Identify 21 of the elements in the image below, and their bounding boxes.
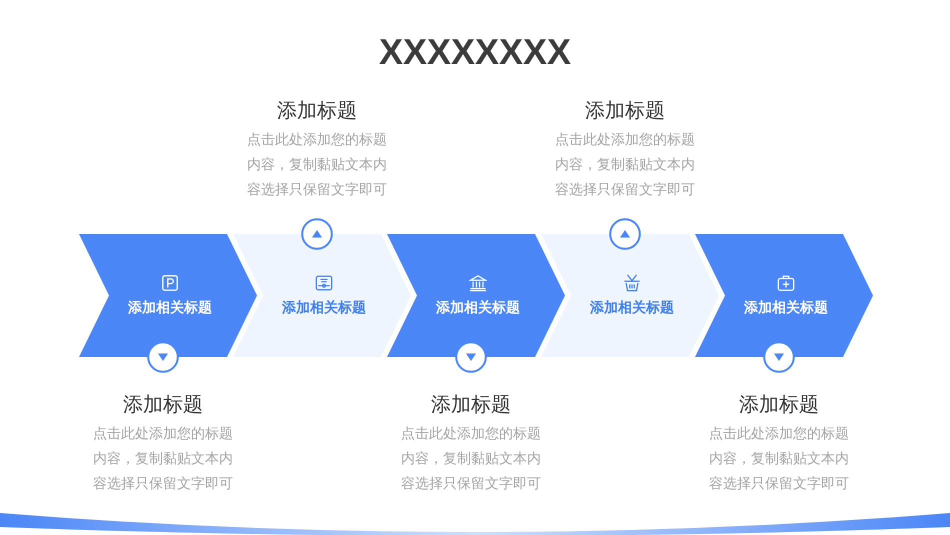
chevron-step: [695, 234, 873, 357]
step-title: 添加相关标题: [436, 299, 520, 317]
chevron-step: [79, 234, 257, 357]
description-text: 点击此处添加您的标题内容，复制黏贴文本内容选择只保留文字即可: [708, 425, 850, 494]
heading: 添加标题: [123, 392, 203, 416]
page-title: XXXXXXXX: [378, 30, 572, 74]
description-text: 点击此处添加您的标题内容，复制黏贴文本内容选择只保留文字即可: [554, 131, 696, 200]
heading: 添加标题: [739, 392, 819, 416]
description-text: 点击此处添加您的标题内容，复制黏贴文本内容选择只保留文字即可: [400, 425, 542, 494]
description-text: 点击此处添加您的标题内容，复制黏贴文本内容选择只保留文字即可: [92, 425, 234, 494]
step-title: 添加相关标题: [128, 299, 212, 317]
step-title: 添加相关标题: [590, 299, 674, 317]
chevron-step: [233, 234, 411, 357]
chevron-step: [387, 234, 565, 357]
step-title: 添加相关标题: [282, 299, 366, 317]
heading: 添加标题: [431, 392, 511, 416]
description-text: 点击此处添加您的标题内容，复制黏贴文本内容选择只保留文字即可: [246, 131, 388, 200]
chevron-step: [541, 234, 719, 357]
heading: 添加标题: [277, 98, 357, 122]
heading: 添加标题: [585, 98, 665, 122]
step-title: 添加相关标题: [744, 299, 828, 317]
